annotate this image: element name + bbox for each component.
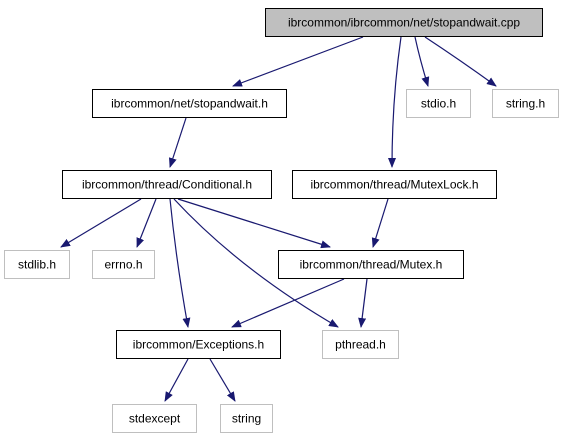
edge-mutexlock_h-to-mutex_h [371, 198, 389, 248]
node-label: errno.h [104, 258, 142, 272]
edge-mutex_h-to-pthread_h [358, 278, 368, 328]
node-box [92, 250, 155, 279]
node-box [292, 170, 497, 199]
node-box [265, 8, 543, 37]
edge-root-to-stdio_h [414, 36, 430, 87]
node-label: string.h [506, 97, 545, 111]
node-box [278, 250, 464, 279]
node-label: string [232, 412, 261, 426]
node-label: stdio.h [421, 97, 456, 111]
edge-mutex_h-to-exceptions_h [231, 278, 345, 328]
node-string-h: string.h [492, 89, 559, 118]
node-mutexlock-h[interactable]: ibrcommon/thread/MutexLock.h [292, 170, 497, 199]
edge-conditional_h-to-pthread_h [173, 198, 339, 328]
node-conditional-h[interactable]: ibrcommon/thread/Conditional.h [62, 170, 272, 199]
node-label: ibrcommon/net/stopandwait.h [111, 97, 268, 111]
node-label: ibrcommon/ibrcommon/net/stopandwait.cpp [288, 16, 520, 30]
node-label: stdlib.h [18, 258, 56, 272]
node-label: ibrcommon/Exceptions.h [133, 338, 264, 352]
node-box [322, 330, 399, 359]
node-label: pthread.h [335, 338, 386, 352]
node-box [4, 250, 70, 279]
node-label: ibrcommon/thread/Mutex.h [300, 258, 443, 272]
edges-layer [60, 36, 497, 402]
edge-conditional_h-to-mutex_h [177, 198, 331, 249]
node-pthread-h: pthread.h [322, 330, 399, 359]
node-label: stdexcept [129, 412, 181, 426]
node-errno-h: errno.h [92, 250, 155, 279]
node-box [112, 404, 197, 433]
node-box [406, 89, 471, 118]
node-root[interactable]: ibrcommon/ibrcommon/net/stopandwait.cpp [265, 8, 543, 37]
edge-root-to-stopandwait_h [232, 36, 364, 87]
edge-root-to-mutexlock_h [388, 36, 402, 168]
node-stdlib-h: stdlib.h [4, 250, 70, 279]
nodes-layer: ibrcommon/ibrcommon/net/stopandwait.cpp i… [4, 8, 559, 433]
node-exceptions-h[interactable]: ibrcommon/Exceptions.h [116, 330, 281, 359]
edge-conditional_h-to-stdlib_h [60, 198, 142, 248]
node-label: ibrcommon/thread/Conditional.h [82, 178, 252, 192]
node-stdexcept: stdexcept [112, 404, 197, 433]
edge-stopandwait_h-to-conditional_h [168, 117, 187, 168]
edge-conditional_h-to-errno_h [136, 198, 157, 248]
node-box [116, 330, 281, 359]
node-string: string [220, 404, 273, 433]
node-stopandwait-h[interactable]: ibrcommon/net/stopandwait.h [92, 89, 287, 118]
edge-root-to-string_h [424, 36, 497, 87]
edge-conditional_h-to-exceptions_h [169, 198, 191, 328]
node-mutex-h[interactable]: ibrcommon/thread/Mutex.h [278, 250, 464, 279]
node-box [492, 89, 559, 118]
node-box [92, 89, 287, 118]
node-box [62, 170, 272, 199]
node-box [220, 404, 273, 433]
node-stdio-h: stdio.h [406, 89, 471, 118]
edge-exceptions_h-to-stdexcept [164, 358, 189, 402]
edge-exceptions_h-to-string [209, 358, 236, 402]
node-label: ibrcommon/thread/MutexLock.h [310, 178, 478, 192]
